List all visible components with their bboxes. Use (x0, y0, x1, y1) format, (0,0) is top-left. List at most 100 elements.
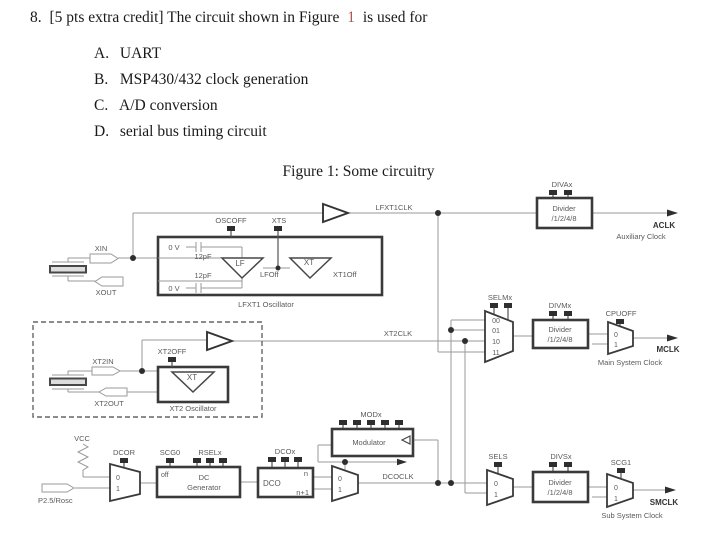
option-b: B. MSP430/432 clock generation (94, 71, 308, 89)
option-a-label: A. (94, 45, 110, 62)
xts-label: XTS (272, 216, 287, 225)
figure-caption: Figure 1: Some circuitry (282, 163, 435, 180)
dc-generator-line2: Generator (187, 483, 221, 492)
xt2in-label: XT2IN (92, 357, 113, 366)
lfxt1clk-label: LFXT1CLK (375, 203, 412, 212)
xt2out-pin-pad (97, 387, 128, 397)
option-c: C. A/D conversion (94, 97, 218, 115)
p25-rosc-label: P2.5/Rosc (38, 496, 73, 505)
xin-label: XIN (95, 244, 108, 253)
wires (67, 212, 670, 498)
dco-box (256, 466, 315, 499)
question-number: 8. (30, 9, 42, 26)
selm-bit-01: 01 (492, 328, 500, 335)
mclk-label: MCLK (656, 345, 679, 354)
dcor-bit-1: 1 (116, 486, 120, 493)
p25-rosc-pin-pad (41, 483, 76, 493)
xt2off-label: XT2OFF (158, 347, 187, 356)
selm-bit-00: 00 (492, 318, 500, 325)
feedback-arrow (397, 458, 407, 466)
lfoff-label: LFOff (260, 270, 280, 279)
xout-pin-pad (94, 276, 124, 287)
smclk-arrow (665, 486, 676, 494)
sels-label: SELS (488, 452, 507, 461)
dcor-label: DCOR (113, 448, 136, 457)
option-d-text: serial bus timing circuit (119, 123, 267, 140)
selm-mux (484, 309, 514, 364)
selm-bit-10: 10 (492, 339, 500, 346)
lf-amp-triangle (220, 257, 265, 280)
mclk-divider-line1: Divider (548, 325, 572, 334)
dco-label: DCO (263, 479, 281, 488)
modulator-box (330, 427, 415, 458)
oscoff-label: OSCOFF (215, 216, 247, 225)
xt2-oscillator-section: XT2IN XT2OUT XT XT2 Oscillator XT2OFF (32, 321, 263, 418)
xt1-amp-triangle (288, 257, 333, 280)
xt1off-label: XT1Off (333, 270, 358, 279)
scg1-bit-0: 0 (614, 485, 618, 492)
xt2-amp-triangle (170, 371, 216, 394)
divax-label: DIVAx (552, 180, 573, 189)
lfxt1-oscillator-label: LFXT1 Oscillator (238, 300, 294, 309)
xt2clk-buffer (206, 330, 235, 352)
cap-top-label: 12pF (194, 252, 212, 261)
cpuoff-bit-0: 0 (614, 332, 618, 339)
cap-bottom-label: 12pF (194, 271, 212, 280)
junction-dots (130, 210, 468, 486)
scg0-label: SCG0 (160, 448, 180, 457)
mclk-desc-label: Main System Clock (598, 358, 662, 367)
mclk-branch: SELMx 00 01 10 11 DIVMx Divider /1/2/4/8… (484, 293, 680, 367)
option-d-label: D. (94, 123, 110, 140)
dcox-label: DCOx (275, 447, 296, 456)
divsx-label: DIVSx (550, 452, 572, 461)
option-d: D. serial bus timing circuit (94, 123, 267, 141)
dcor-bit-0: 0 (116, 475, 120, 482)
question-text-after: is used for (362, 9, 428, 26)
scg1-mux (606, 472, 634, 509)
aclk-desc-label: Auxiliary Clock (616, 232, 665, 241)
dco-chain: VCC P2.5/Rosc DCOR 0 1 SCG0 RSELx off DC… (38, 410, 415, 505)
vcc-label: VCC (74, 434, 90, 443)
lfxt1-oscillator-box (156, 235, 384, 297)
mclk-divider-box (531, 318, 590, 350)
scg1-label: SCG1 (611, 458, 631, 467)
xt2-oscillator-label: XT2 Oscillator (169, 404, 217, 413)
dc-off-label: off (161, 472, 169, 479)
option-b-text: MSP430/432 clock generation (119, 71, 309, 88)
figure-reference-link[interactable]: 1 (347, 9, 355, 26)
smclk-divider-box (531, 470, 590, 504)
question-line: 8. [5 pts extra credit] The circuit show… (30, 9, 431, 27)
zero-v-top-label: 0 V (168, 243, 179, 252)
scg1-bit-1: 1 (614, 496, 618, 503)
dco-n1-label: n+1 (296, 488, 309, 497)
question-text-before: [5 pts extra credit] The circuit shown i… (49, 9, 340, 26)
sels-mux (486, 468, 514, 507)
aclk-label: ACLK (653, 221, 675, 230)
option-c-label: C. (94, 97, 109, 114)
aclk-divider-line2: /1/2/4/8 (551, 214, 576, 223)
xt-label: XT (304, 258, 314, 267)
mclk-divider-line2: /1/2/4/8 (547, 335, 572, 344)
lfxt1clk-buffer (322, 202, 351, 224)
lf-label: LF (235, 259, 244, 268)
smclk-divider-line1: Divider (548, 478, 572, 487)
xt2clk-label: XT2CLK (384, 329, 412, 338)
aclk-divider-line1: Divider (552, 204, 576, 213)
divmx-label: DIVMx (549, 301, 572, 310)
dco-n-label: n (304, 469, 308, 478)
sels-bit-0: 0 (494, 481, 498, 488)
aclk-branch: DIVAx Divider /1/2/4/8 ACLK Auxiliary Cl… (535, 180, 678, 241)
zero-v-bottom-label: 0 V (168, 284, 179, 293)
modulator-label: Modulator (352, 438, 386, 447)
dco-tap-mux (331, 464, 359, 503)
smclk-divider-line2: /1/2/4/8 (547, 488, 572, 497)
option-a: A. UART (94, 45, 161, 63)
xt2-optional-dashed-box (32, 321, 263, 418)
crystal-xt1 (49, 265, 87, 274)
rselx-label: RSELx (198, 448, 222, 457)
xt2out-label: XT2OUT (94, 399, 124, 408)
lfxt1-oscillator-section: XIN XOUT LFXT1 Oscillator 0 V 12pF 12pF … (49, 202, 413, 309)
smclk-branch: SELS 0 1 DIVSx Divider /1/2/4/8 SCG1 0 1… (486, 452, 678, 520)
